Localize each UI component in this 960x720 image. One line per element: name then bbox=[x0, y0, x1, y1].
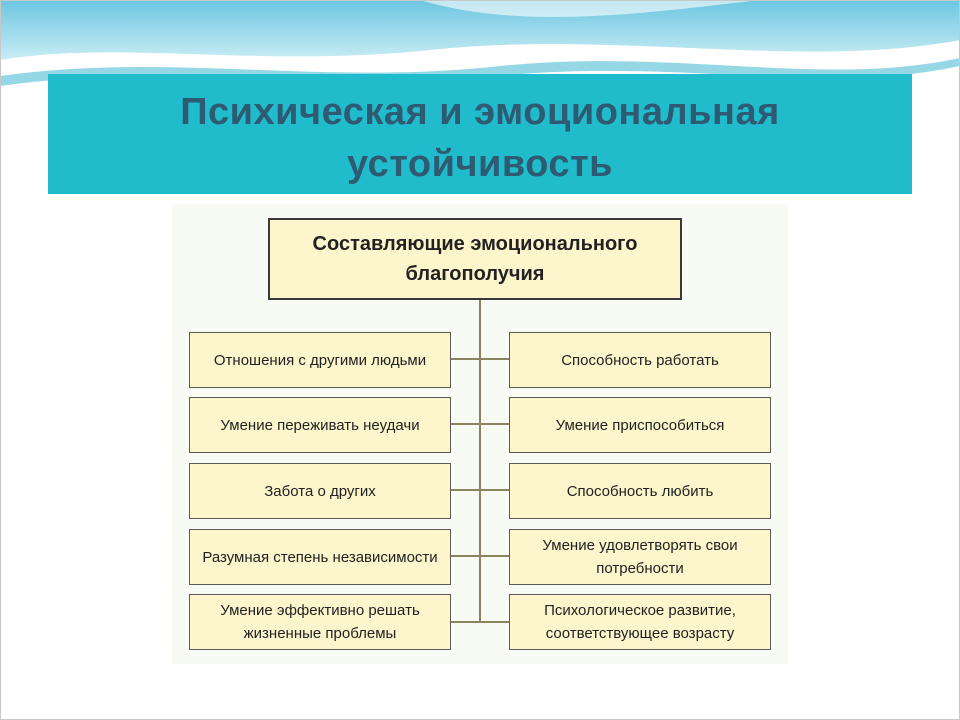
left-node-relationships: Отношения с другими людьми bbox=[189, 332, 451, 388]
left-node-independence: Разумная степень независимости bbox=[189, 529, 451, 585]
right-node-adaptability: Умение приспособиться bbox=[509, 397, 771, 453]
node-label: Разумная степень независимости bbox=[202, 548, 438, 566]
node-label: Умение переживать неудачи bbox=[220, 416, 420, 434]
node-label: Умение приспособиться bbox=[555, 416, 725, 434]
right-node-work-ability: Способность работать bbox=[509, 332, 771, 388]
slide-title: Психическая и эмоциональная устойчивость bbox=[180, 91, 780, 185]
right-node-meeting-needs: Умение удовлетворять свои потребности bbox=[509, 529, 771, 585]
node-label: Отношения с другими людьми bbox=[213, 351, 427, 369]
node-label: Умение эффективно решать жизненные пробл… bbox=[220, 602, 420, 642]
node-label: Способность работать bbox=[561, 351, 719, 369]
root-node: Составляющие эмоционального благополучия bbox=[268, 218, 682, 300]
right-node-ability-to-love: Способность любить bbox=[509, 463, 771, 519]
title-banner: Психическая и эмоциональная устойчивость bbox=[48, 74, 912, 194]
left-node-coping-failure: Умение переживать неудачи bbox=[189, 397, 451, 453]
node-label: Способность любить bbox=[566, 482, 714, 500]
root-node-label: Составляющие эмоционального благополучия bbox=[312, 233, 638, 285]
left-node-problem-solving: Умение эффективно решать жизненные пробл… bbox=[189, 594, 451, 650]
right-node-age-development: Психологическое развитие, соответствующе… bbox=[509, 594, 771, 650]
node-label: Забота о других bbox=[264, 482, 376, 500]
node-label: Умение удовлетворять свои потребности bbox=[542, 537, 738, 577]
left-node-caring: Забота о других bbox=[189, 463, 451, 519]
node-label: Психологическое развитие, соответствующе… bbox=[544, 602, 736, 642]
